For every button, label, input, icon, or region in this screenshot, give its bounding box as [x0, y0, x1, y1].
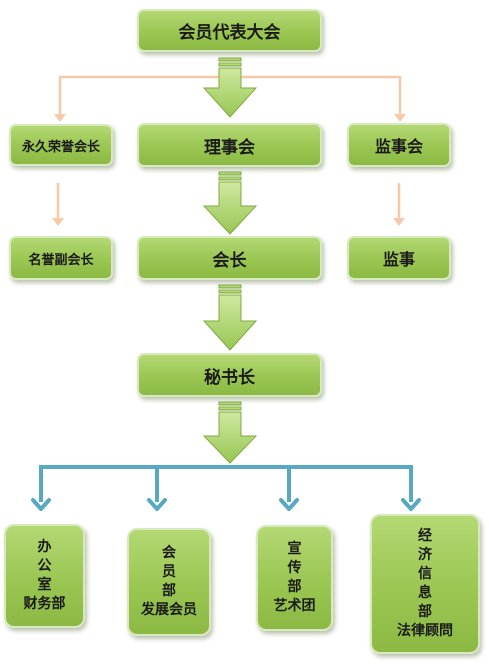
node-council: 理事会 — [137, 123, 322, 167]
branch-lines — [39, 465, 413, 502]
flow-arrow-president-to-secretary — [202, 284, 258, 351]
office-subtitle: 财务部 — [23, 596, 66, 612]
arrowhead-publicity — [279, 498, 299, 511]
node-honorary-vice-president: 名誉副会长 — [9, 236, 113, 280]
membership-char-2: 员 — [162, 564, 176, 580]
publicity-subtitle: 艺术团 — [273, 598, 316, 614]
node-secretary-general: 秘书长 — [137, 353, 322, 397]
publicity-char-1: 宣 — [287, 541, 302, 557]
connector-to-honorary-president — [58, 75, 229, 117]
node-president: 会长 — [137, 236, 322, 280]
node-honorary-president: 永久荣誉会长 — [9, 124, 113, 166]
economic-subtitle: 法律顾問 — [397, 623, 453, 639]
node-assembly: 会员代表大会 — [137, 9, 322, 52]
office-char-2: 公 — [37, 558, 52, 574]
membership-char-3: 部 — [162, 583, 176, 599]
node-economic-department: 经 济 信 息 部 法律顾問 — [370, 514, 480, 654]
arrowhead-honorary-president — [54, 114, 66, 122]
node-supervisor: 监事 — [347, 236, 451, 280]
membership-subtitle: 发展会员 — [141, 602, 197, 618]
flow-arrow-assembly-to-council — [202, 57, 258, 118]
economic-char-4: 息 — [418, 585, 432, 601]
connector-to-supervisory-board — [229, 75, 402, 117]
branch-arrowheads — [31, 498, 421, 511]
side-arrowheads — [52, 114, 406, 226]
office-char-3: 室 — [37, 577, 52, 593]
node-supervisory-board: 监事会 — [347, 123, 451, 167]
arrowhead-economic — [401, 498, 421, 511]
economic-char-3: 信 — [418, 566, 432, 582]
flow-arrow-secretary-to-departments — [202, 401, 258, 464]
node-membership-department: 会 员 部 发展会员 — [127, 528, 211, 636]
publicity-char-2: 传 — [287, 560, 302, 576]
arrowhead-vice-president — [52, 218, 64, 226]
office-char-1: 办 — [37, 539, 52, 555]
economic-char-1: 经 — [418, 528, 432, 544]
arrowhead-membership — [147, 498, 167, 511]
node-publicity-department: 宣 传 部 艺术团 — [256, 525, 333, 631]
flow-arrow-council-to-president — [202, 171, 258, 235]
arrowhead-office — [31, 498, 51, 511]
side-connectors — [56, 75, 402, 220]
economic-char-5: 部 — [418, 604, 432, 620]
flow-arrows — [202, 57, 258, 464]
publicity-char-3: 部 — [287, 579, 302, 595]
membership-char-1: 会 — [162, 545, 176, 561]
node-office-department: 办 公 室 财务部 — [4, 524, 85, 628]
economic-char-2: 济 — [418, 547, 432, 563]
arrowhead-supervisor — [393, 218, 405, 226]
arrowhead-supervisory-board — [394, 114, 406, 122]
